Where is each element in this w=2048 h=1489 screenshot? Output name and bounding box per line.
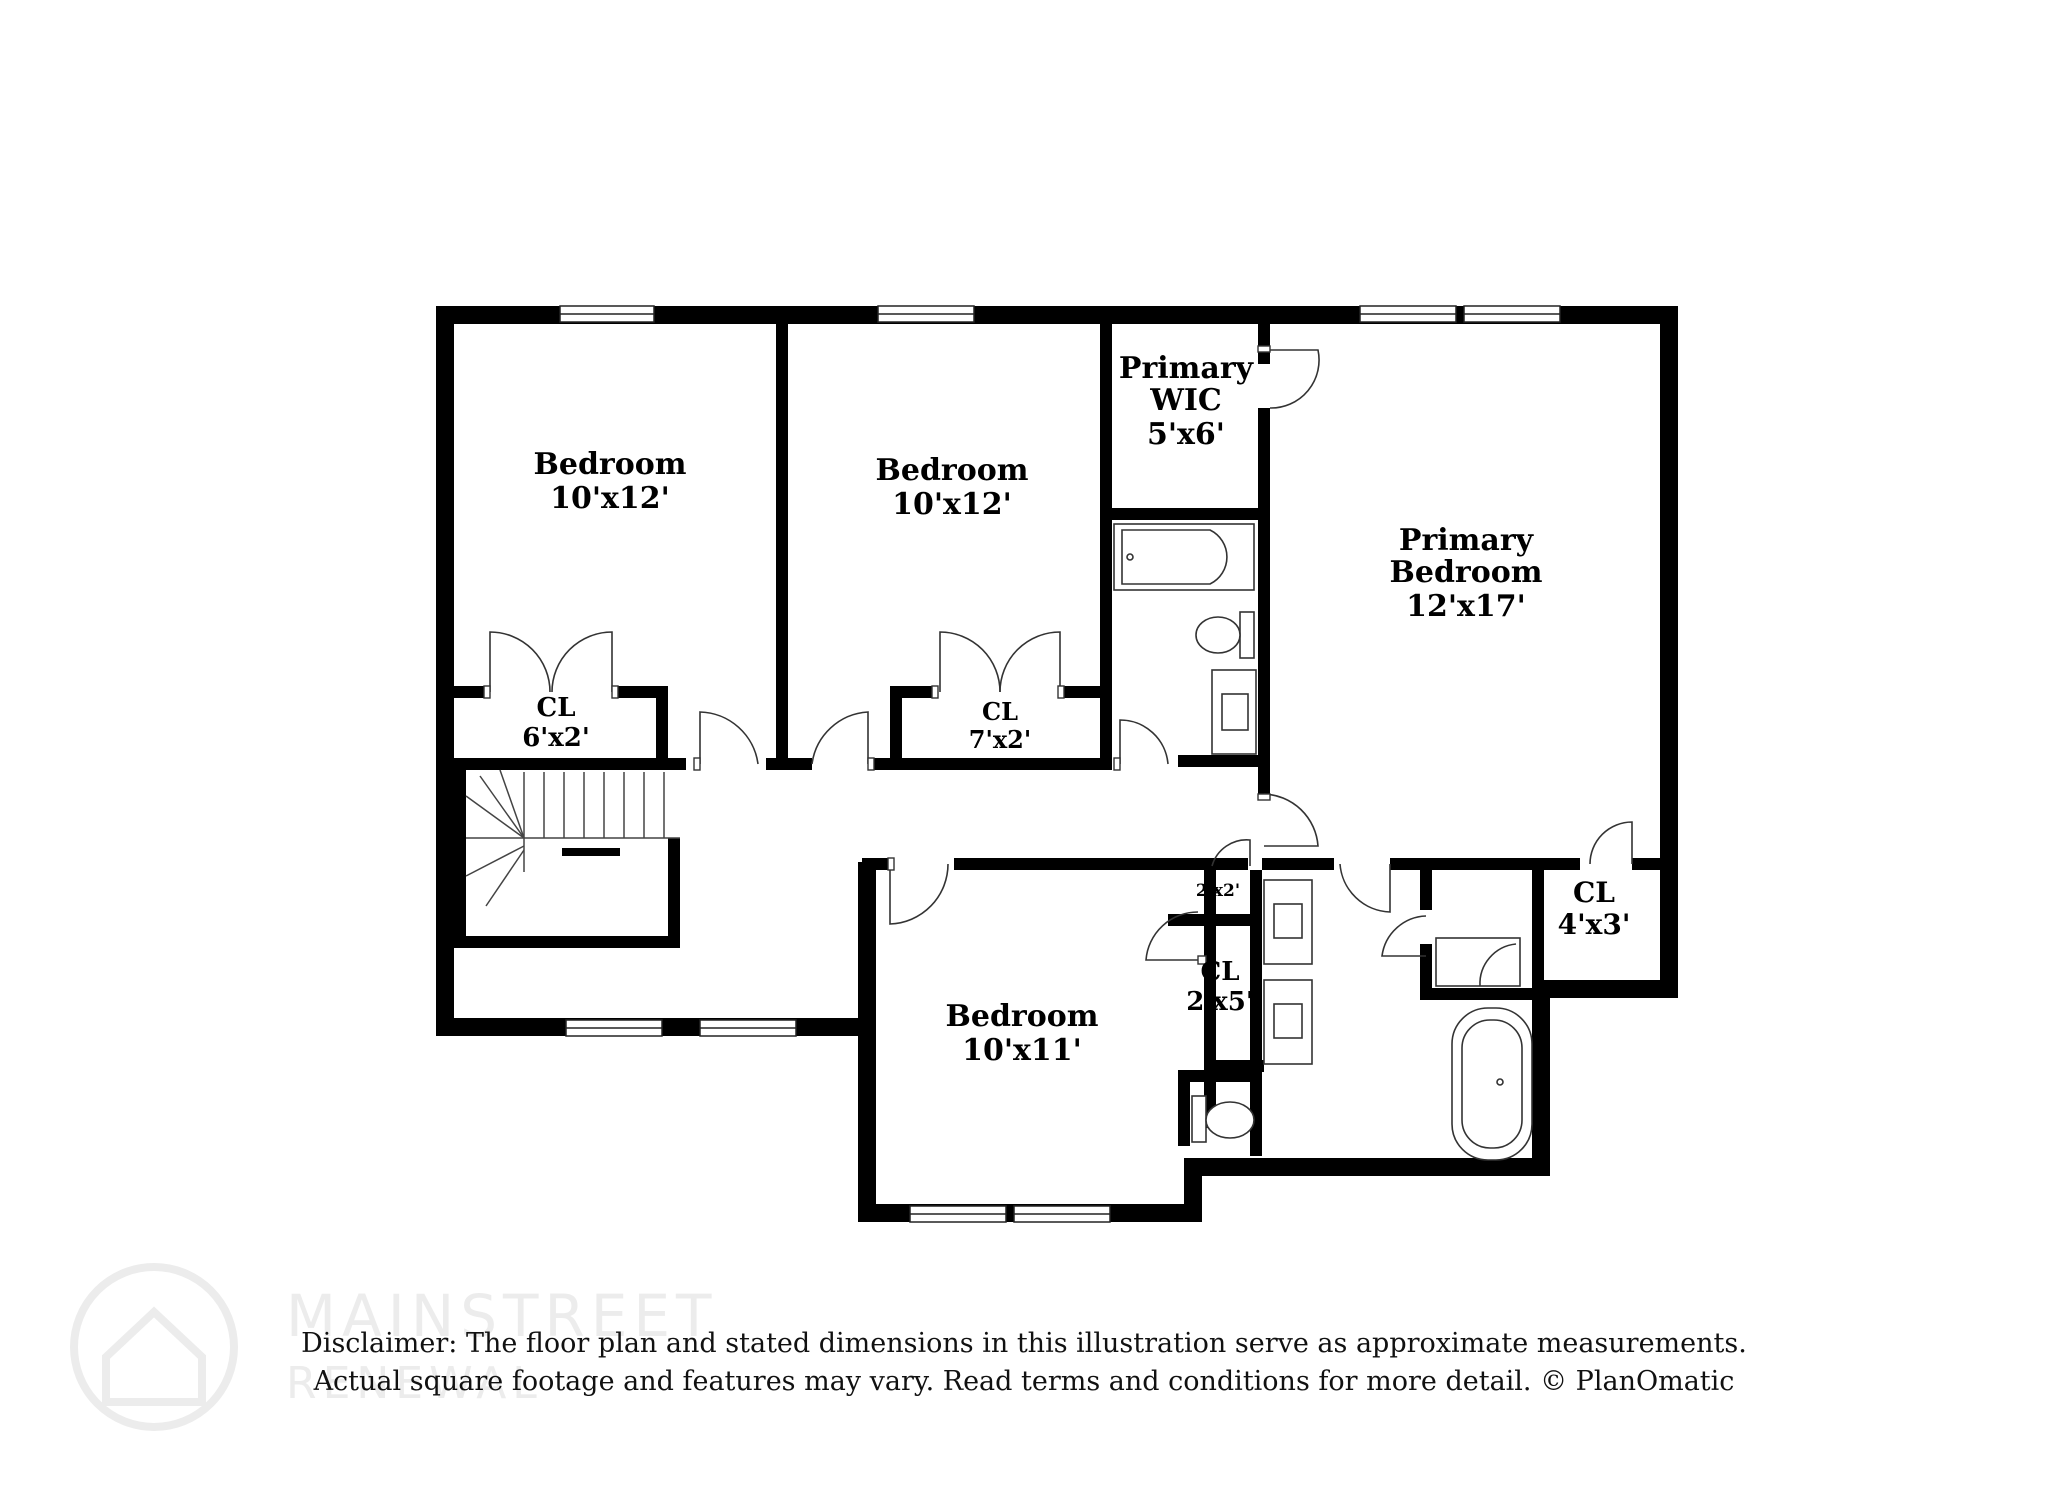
- door-swing-icon: [1339, 863, 1391, 913]
- door-swing-icon: [1211, 839, 1251, 867]
- closet-2-name: CL: [982, 697, 1018, 726]
- closet-small-size: 2'x2': [1196, 881, 1240, 901]
- windows: [559, 305, 1561, 1223]
- closet-2-size: 7'x2': [969, 725, 1031, 754]
- door-swing-icon: [483, 631, 551, 699]
- disclaimer-line2: Actual square footage and features may v…: [313, 1366, 1735, 1397]
- door-swing-icon: [811, 711, 875, 771]
- room-labels: Bedroom 10'x12' CL 6'x2' Bedroom 10'x12'…: [522, 351, 1630, 1068]
- closet-1-size: 6'x2': [522, 723, 590, 753]
- watermark-line1: MAINSTREET: [286, 1282, 718, 1350]
- window-icon: [909, 1205, 1007, 1223]
- window-icon: [565, 1019, 663, 1037]
- door-swing-icon: [1145, 911, 1207, 965]
- sink-icon: [1211, 669, 1257, 755]
- door-swing-icon: [1257, 345, 1320, 409]
- doors: [483, 345, 1633, 965]
- toilet-icon: [1191, 1095, 1255, 1143]
- primary-bedroom-size: 12'x17': [1406, 589, 1526, 624]
- watermark-line2: RENEWAL: [286, 1358, 543, 1409]
- bathtub-icon: [1451, 1007, 1533, 1161]
- shower-icon: [1435, 937, 1521, 987]
- door-swing-icon: [931, 631, 1001, 699]
- window-icon: [1463, 305, 1561, 323]
- closet-1-name: CL: [537, 693, 576, 723]
- sink-icon: [1263, 979, 1313, 1065]
- primary-wic-size: 5'x6': [1147, 417, 1225, 452]
- closet-primary-size: 4'x3': [1558, 908, 1631, 941]
- window-icon: [699, 1019, 797, 1037]
- bathtub-icon: [1113, 523, 1255, 591]
- primary-bedroom-line1: Primary: [1399, 523, 1535, 558]
- door-swing-icon: [551, 631, 619, 699]
- window-icon: [1013, 1205, 1111, 1223]
- door-swing-icon: [1381, 915, 1427, 957]
- disclaimer-line1: Disclaimer: The floor plan and stated di…: [301, 1328, 1747, 1359]
- window-icon: [1359, 305, 1457, 323]
- bedroom-1-name: Bedroom: [534, 447, 687, 482]
- door-swing-icon: [1257, 793, 1319, 847]
- closet-primary-name: CL: [1573, 876, 1615, 909]
- interior-walls: [454, 324, 1678, 1156]
- closet-hall-name: CL: [1201, 957, 1240, 987]
- bedroom-1-size: 10'x12': [550, 481, 670, 516]
- window-icon: [877, 305, 975, 323]
- door-swing-icon: [1113, 719, 1169, 771]
- bedroom-3-size: 10'x11': [962, 1033, 1082, 1068]
- primary-wic-line2: WIC: [1149, 383, 1222, 418]
- closet-hall-size: 2'x5': [1186, 987, 1254, 1017]
- toilet-icon: [1195, 611, 1255, 659]
- door-swing-icon: [999, 631, 1065, 699]
- door-swing-icon: [1589, 821, 1633, 865]
- sink-icon: [1263, 879, 1313, 965]
- watermark-logo-icon: [70, 1263, 238, 1431]
- stairs-icon: [465, 769, 680, 907]
- fixtures: [1113, 523, 1533, 1161]
- door-swing-icon: [887, 857, 949, 925]
- bedroom-3-name: Bedroom: [946, 999, 1099, 1034]
- window-icon: [559, 305, 655, 323]
- primary-wic-line1: Primary: [1119, 351, 1255, 386]
- bedroom-2-size: 10'x12': [892, 487, 1012, 522]
- bedroom-2-name: Bedroom: [876, 453, 1029, 488]
- primary-bedroom-line2: Bedroom: [1390, 555, 1543, 590]
- door-swing-icon: [693, 711, 759, 771]
